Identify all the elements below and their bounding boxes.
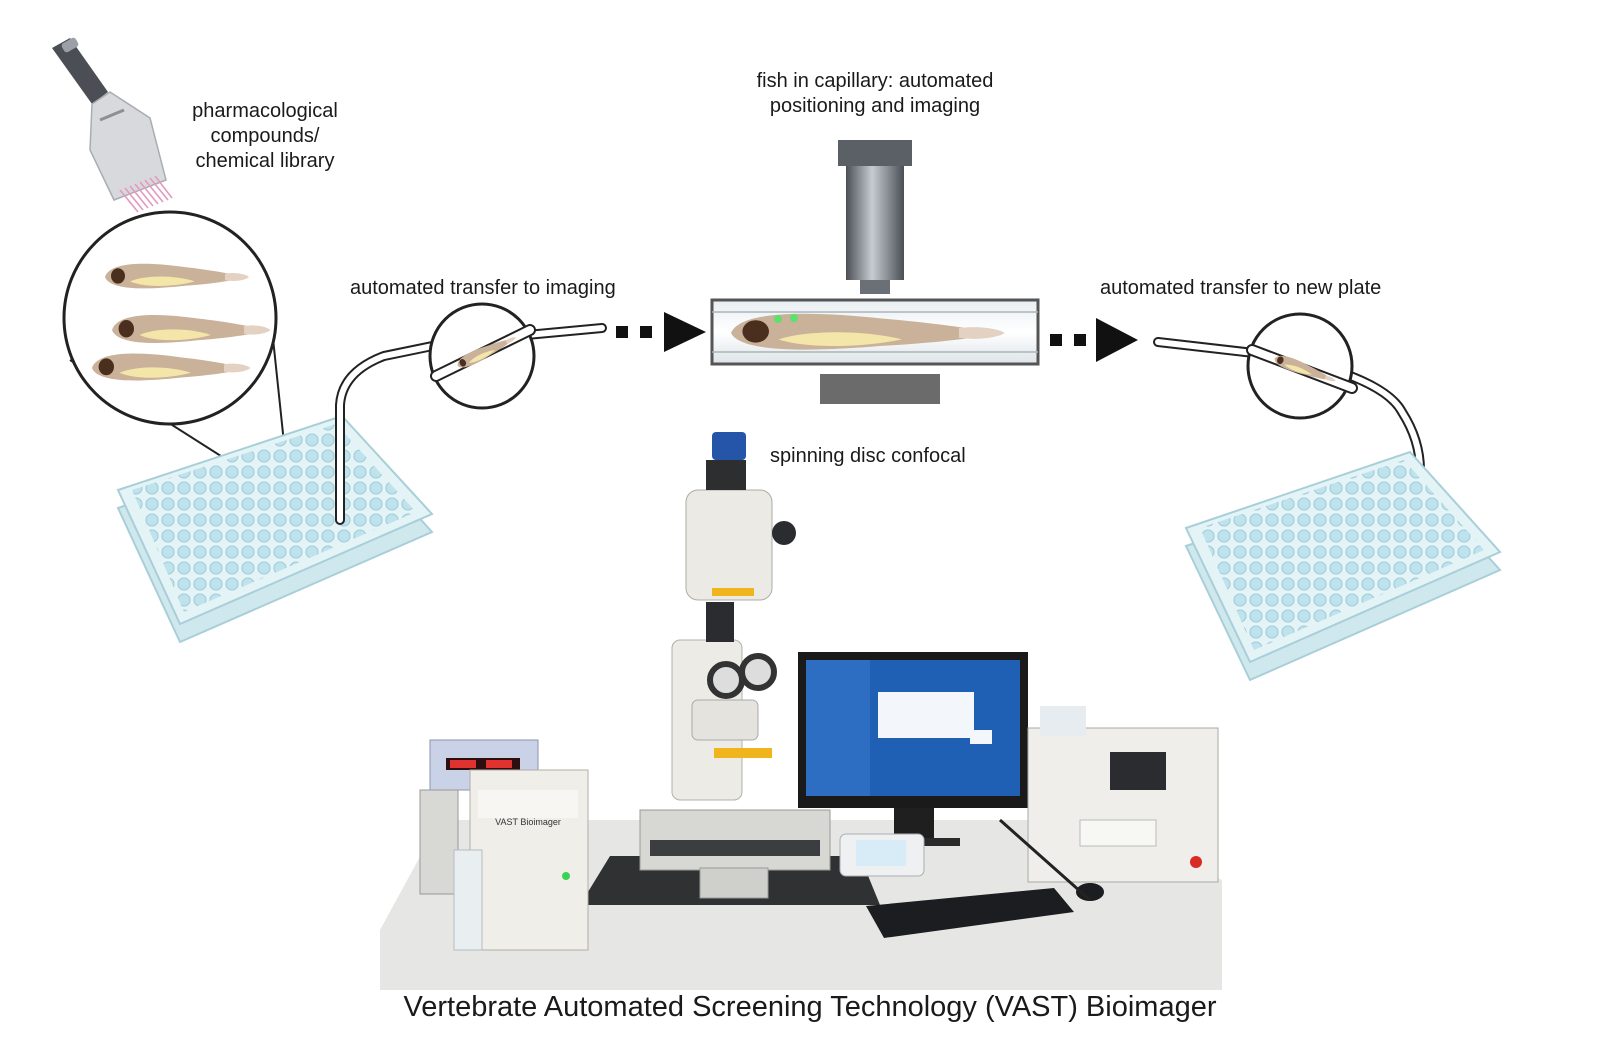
well-plate-icon <box>1184 450 1502 682</box>
transfer-imaging-label: automated transfer to imaging <box>350 277 616 299</box>
compounds-label-line2: compounds/ <box>211 125 320 147</box>
larvae-zoom-callout <box>62 210 291 501</box>
capillary-tube-icon <box>1153 312 1427 541</box>
capillary-label-line2: positioning and imaging <box>770 95 980 117</box>
capillary-tube-icon <box>335 302 607 525</box>
objective-lens-icon <box>838 140 912 294</box>
arrow-right-icon <box>616 312 706 352</box>
arrow-right-icon <box>1050 318 1138 362</box>
transfer-plate-label: automated transfer to new plate <box>1100 277 1381 299</box>
vast-bioimager-photo: VAST Bioimager <box>380 432 1222 990</box>
multichannel-pipette-icon <box>52 37 173 213</box>
well-plate-icon <box>116 414 434 644</box>
confocal-label: spinning disc confocal <box>770 445 966 467</box>
vast-box-label: VAST Bioimager <box>495 817 561 827</box>
compounds-label-line1: pharmacological <box>192 100 338 122</box>
imaging-capillary <box>710 298 1040 404</box>
capillary-label-line1: fish in capillary: automated <box>757 70 994 92</box>
figure-caption: Vertebrate Automated Screening Technolog… <box>404 991 1217 1023</box>
compounds-label-line3: chemical library <box>196 150 335 172</box>
